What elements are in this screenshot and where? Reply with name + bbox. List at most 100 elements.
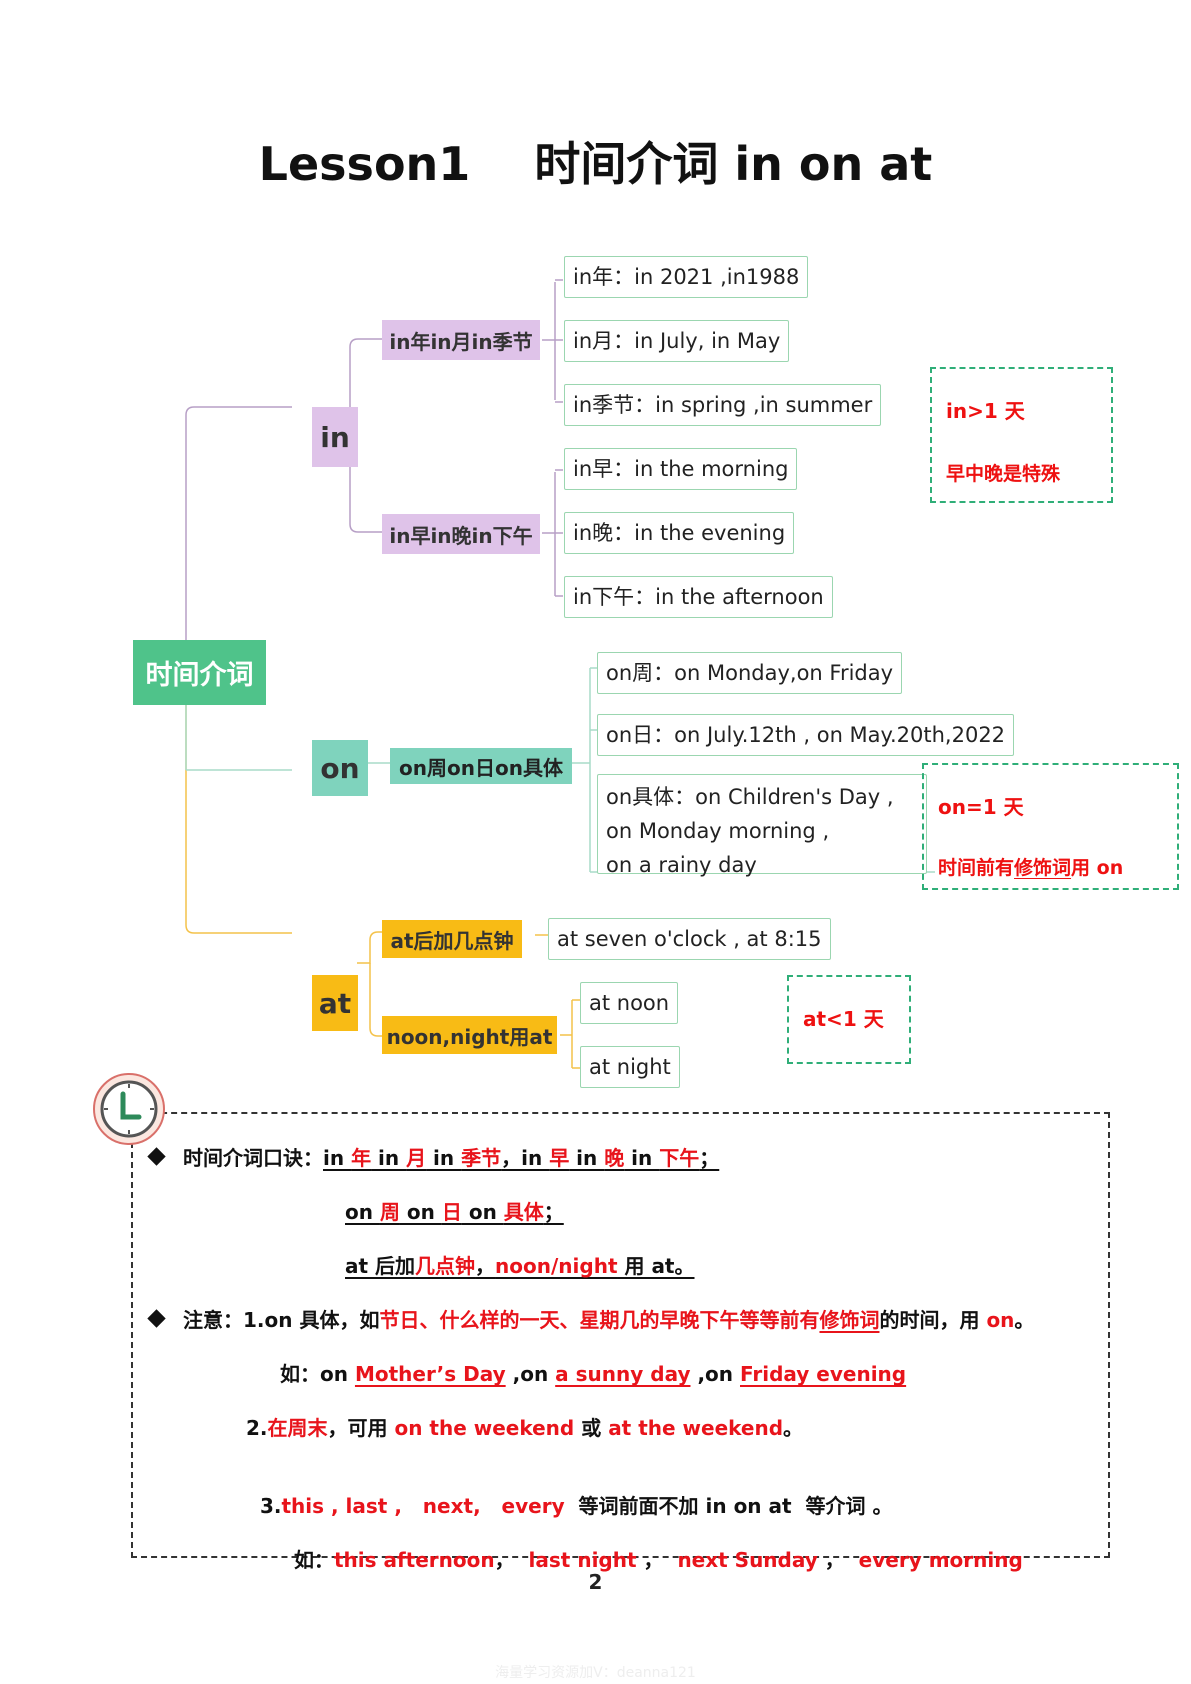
summary-label: 时间介词口诀： <box>183 1146 323 1170</box>
note-on-line1: on=1 天 <box>938 795 1024 819</box>
leaf-on-specific[interactable]: on具体：on Children's Day , on Monday morni… <box>597 774 927 877</box>
on-sub-week-day-specific[interactable]: on周on日on具体 <box>390 748 572 784</box>
note-in: in>1 天 早中晚是特殊 <box>930 367 1113 503</box>
leaf-on-week[interactable]: on周：on Monday,on Friday <box>597 652 903 694</box>
leaf-in-season[interactable]: in季节：in spring ,in summer <box>564 384 882 426</box>
t: Mother’s Day <box>354 1362 506 1386</box>
t: 注意：1.on 具体，如 <box>183 1308 380 1332</box>
summary-line-3: at 后加几点钟，noon/night 用 at。 <box>345 1250 695 1279</box>
at-sub-noon-night[interactable]: noon,night用at <box>382 1016 557 1054</box>
leaf-in-morning[interactable]: in早：in the morning <box>564 448 798 490</box>
sub-label: at后加几点钟 <box>390 928 514 953</box>
root-node[interactable]: 时间介词 <box>133 640 266 705</box>
t: 周 <box>379 1200 400 1224</box>
t: 2. <box>246 1416 268 1440</box>
t: ， <box>636 1548 678 1572</box>
t: 如：on <box>280 1362 355 1386</box>
leaf-in-evening[interactable]: in晚：in the evening <box>564 512 795 554</box>
t: a sunny day <box>555 1362 691 1386</box>
leaf-at-clock[interactable]: at seven o'clock , at 8:15 <box>548 918 831 960</box>
leaf-in-afternoon[interactable]: in下午：in the afternoon <box>564 576 833 618</box>
t: next Sunday <box>677 1548 818 1572</box>
note-text: 时间前有 <box>938 857 1015 879</box>
bullet-diamond-icon <box>147 1147 166 1166</box>
summary-line-4: 注意：1.on 具体，如节日、什么样的一天、星期几的早晚下午等等前有修饰词的时间… <box>147 1304 1034 1333</box>
t: ，可用 <box>327 1416 395 1440</box>
sub-label: noon,night用at <box>386 1024 553 1049</box>
t: on <box>345 1200 380 1224</box>
t: at 后加 <box>345 1254 416 1278</box>
root-label: 时间介词 <box>145 660 254 691</box>
page-title: Lesson1 时间介词 in on at <box>258 137 933 191</box>
t: 节日、什么样的一天、星期几的早晚下午等等前有 <box>379 1308 820 1332</box>
in-node[interactable]: in <box>312 407 358 467</box>
mnemonic-in: in 年 in 月 in 季节，in 早 in 晚 in 下午； <box>323 1146 719 1170</box>
summary-line-5: 如：on Mother’s Day ,on a sunny day ,on Fr… <box>280 1358 906 1387</box>
t: 具体 <box>503 1200 544 1224</box>
t: Friday evening <box>740 1362 907 1386</box>
leaf-at-night[interactable]: at night <box>580 1046 680 1088</box>
leaf-on-day[interactable]: on日：on July.12th , on May.20th,2022 <box>597 714 1015 756</box>
summary-line-7: 3.this , last , next, every 等词前面不加 in on… <box>246 1466 893 1519</box>
t: ； <box>699 1146 720 1170</box>
sub-label: in年in月in季节 <box>389 329 533 354</box>
t: ； <box>543 1200 564 1224</box>
t: in <box>624 1146 660 1170</box>
note-on: on=1 天 时间前有修饰词用 on <box>922 763 1179 890</box>
t: ,on <box>690 1362 740 1386</box>
sub-label: on周on日on具体 <box>399 755 563 780</box>
in-sub-morning-evening[interactable]: in早in晚in下午 <box>382 514 540 554</box>
leaf-in-month[interactable]: in月：in July, in May <box>564 320 790 362</box>
t: this , last , next, every <box>281 1494 565 1518</box>
note-at: at<1 天 <box>787 975 911 1064</box>
note-text: 用 on <box>1071 857 1124 879</box>
at-node[interactable]: at <box>312 975 358 1031</box>
summary-line-8: 如：this afternoon ， last night ， next Sund… <box>280 1520 1023 1573</box>
t: 在周末 <box>267 1416 328 1440</box>
t: 下午 <box>659 1146 700 1170</box>
t: 。 <box>783 1416 804 1440</box>
t: 季节 <box>461 1146 502 1170</box>
note-in-line2: 早中晚是特殊 <box>946 463 1061 485</box>
clock-icon <box>93 1073 165 1145</box>
t: 早 <box>549 1146 570 1170</box>
watermark: 海量学习资源加V：deanna121 <box>495 1665 696 1681</box>
summary-line-6: 2.在周末，可用 on the weekend 或 at the weekend… <box>246 1412 803 1441</box>
t: 或 <box>574 1416 609 1440</box>
t: on <box>399 1200 442 1224</box>
t: in <box>371 1146 407 1170</box>
on-node[interactable]: on <box>312 740 368 796</box>
t: 的时间，用 <box>879 1308 987 1332</box>
t: on <box>986 1308 1015 1332</box>
leaf-in-year[interactable]: in年：in 2021 ,in1988 <box>564 256 809 298</box>
summary-box <box>131 1112 1110 1558</box>
t: 几点钟 <box>415 1254 476 1278</box>
t: 3. <box>259 1494 282 1518</box>
summary-line-1: 时间介词口诀：in 年 in 月 in 季节，in 早 in 晚 in 下午； <box>147 1142 719 1171</box>
t: ，in <box>501 1146 550 1170</box>
t: ， <box>817 1548 859 1572</box>
t: in <box>426 1146 462 1170</box>
t: 如： <box>293 1548 334 1572</box>
leaf-at-noon[interactable]: at noon <box>580 982 679 1024</box>
t: on the weekend <box>394 1416 575 1440</box>
t: every morning <box>858 1548 1023 1572</box>
t: this afternoon <box>333 1548 495 1572</box>
sub-label: in早in晚in下午 <box>389 523 533 548</box>
in-sub-year-month-season[interactable]: in年in月in季节 <box>382 320 540 360</box>
summary-line-2: on 周 on 日 on 具体； <box>345 1196 564 1225</box>
at-sub-clock[interactable]: at后加几点钟 <box>382 920 522 958</box>
t: in <box>569 1146 605 1170</box>
bullet-diamond-icon <box>147 1309 166 1328</box>
t: 等词前面不加 in on at 等介词 。 <box>564 1494 893 1518</box>
t: 晚 <box>604 1146 625 1170</box>
t: ， <box>475 1254 496 1278</box>
on-label: on <box>320 751 360 785</box>
leaf-line: on Monday morning , <box>606 819 830 843</box>
t: 修饰词 <box>819 1308 880 1332</box>
t: on <box>461 1200 504 1224</box>
note-at-line1: at<1 天 <box>803 1007 884 1031</box>
t: last night <box>528 1548 637 1572</box>
page-number: 2 <box>588 1570 603 1594</box>
